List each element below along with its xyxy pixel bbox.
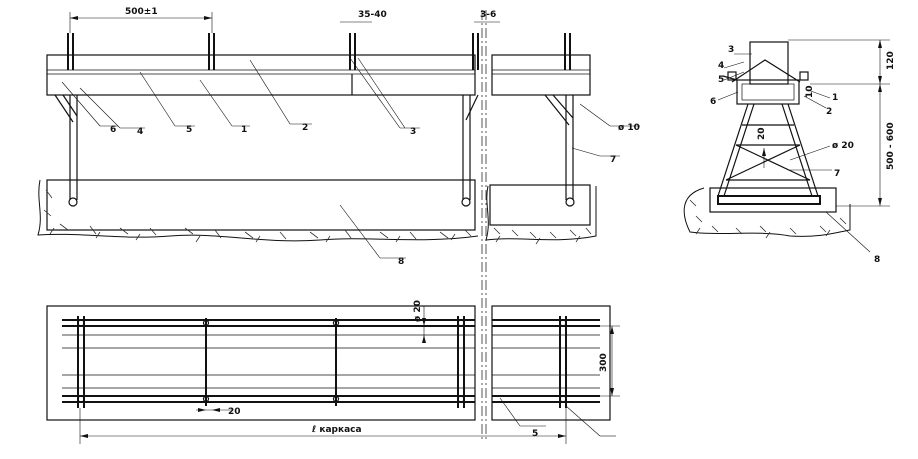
side-callout-5: 5 xyxy=(718,75,724,85)
plan-view: 300 ø 20 20 ℓ каркаса 5 xyxy=(46,300,620,444)
side-dia20: ø 20 xyxy=(832,141,854,151)
callout-6: 6 xyxy=(110,125,116,135)
dim-small-10: 10 xyxy=(805,85,815,98)
dim-small-20: 20 xyxy=(757,127,767,140)
dim-spacing: 500±1 xyxy=(125,7,158,17)
dim-gap: 3-6 xyxy=(480,10,496,20)
callout-4: 4 xyxy=(137,127,143,137)
plan-dim-300: 300 xyxy=(599,353,609,372)
plan-callout-5: 5 xyxy=(532,429,538,439)
side-callout-1: 1 xyxy=(832,93,838,103)
dim-120: 120 xyxy=(886,51,896,70)
plan-dim-20: 20 xyxy=(228,407,241,417)
callout-7: 7 xyxy=(610,155,616,165)
side-callout-3: 3 xyxy=(728,45,734,55)
side-section: 120 500 - 600 20 10 ø 20 3 4 5 6 1 2 7 8 xyxy=(683,39,896,265)
callout-2: 2 xyxy=(302,123,308,133)
plan-dim-dia20: ø 20 xyxy=(413,300,423,322)
dim-rod-offset: 35-40 xyxy=(358,10,387,20)
front-elevation: 500±1 35-40 3-6 6 4 5 1 2 3 ø 10 7 8 xyxy=(37,7,640,440)
side-callout-8: 8 xyxy=(874,255,880,265)
side-callout-6: 6 xyxy=(710,97,716,107)
side-callout-7: 7 xyxy=(834,169,840,179)
plan-frame-length: ℓ каркаса xyxy=(311,425,362,435)
callout-1: 1 xyxy=(241,125,247,135)
callout-5: 5 xyxy=(186,125,192,135)
side-callout-2: 2 xyxy=(826,107,832,117)
dim-500-600: 500 - 600 xyxy=(886,122,896,170)
side-callout-4: 4 xyxy=(718,61,724,71)
callout-dia10: ø 10 xyxy=(618,123,640,133)
callout-8: 8 xyxy=(398,257,404,267)
callout-3: 3 xyxy=(410,127,416,137)
